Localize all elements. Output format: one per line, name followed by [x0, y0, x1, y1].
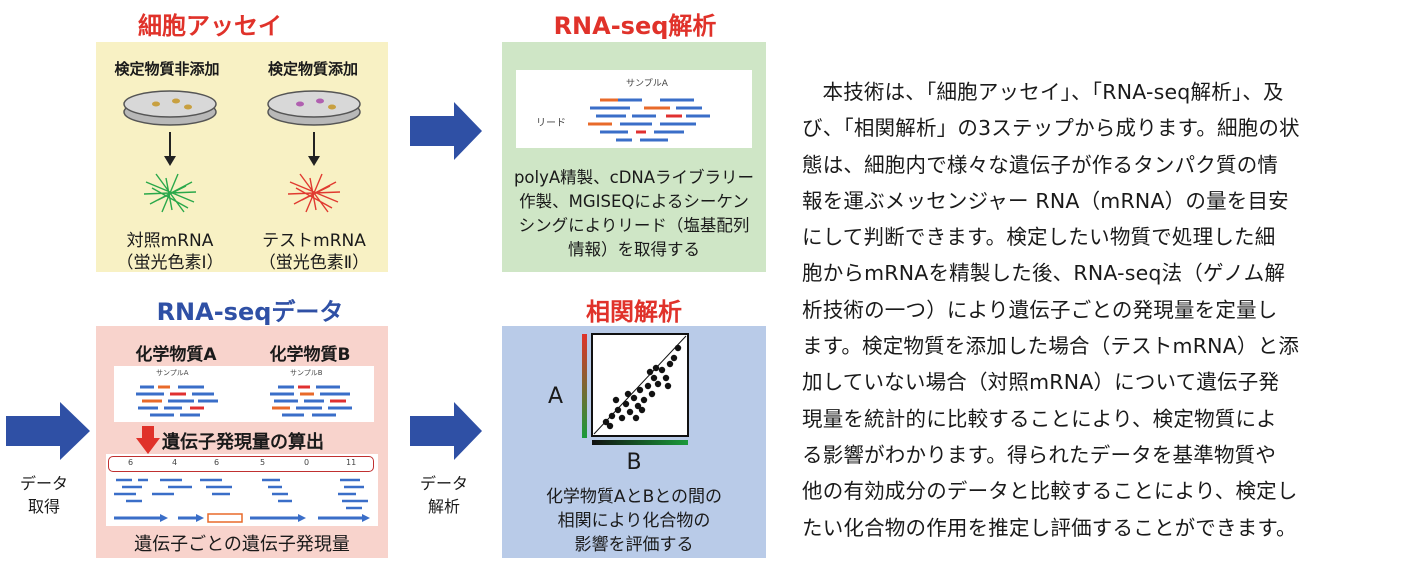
reads-box: サンプルA リード [516, 70, 752, 148]
petri-dish-test-icon [267, 90, 361, 126]
down-arrow-icon [164, 132, 320, 166]
rnaseq-desc-line-3: シングによりリード（塩基配列 [518, 216, 750, 235]
data-analysis-arrow-icon [410, 402, 482, 460]
cell-assay-title: 細胞アッセイ [138, 12, 282, 40]
paragraph-line: 本技術は、「細胞アッセイ」、「RNA-seq解析」、及 [822, 80, 1284, 104]
paragraph-line: 析技術の一つ）により遺伝子ごとの発現量を定量し [802, 297, 1278, 322]
test-mrna-label: テストmRNA [262, 231, 366, 251]
correlation-desc-line-2: 相関により化合物の [557, 511, 711, 531]
paragraph-line: 胞からmRNAを精製した後、RNA-seq法（ゲノム解 [802, 261, 1286, 286]
no-additive-label: 検定物質非添加 [114, 60, 220, 78]
paragraph-line: 加していない場合（対照mRNA）について遺伝子発 [802, 370, 1280, 395]
green-mrna-icon [143, 173, 197, 213]
counts-box: 6 4 6 5 0 11 [106, 454, 378, 526]
scatter-plot [582, 333, 689, 445]
paragraph-line: び、「相関解析」の3ステップから成ります。細胞の状 [802, 116, 1300, 141]
samples-box: サンプルA サンプルB [114, 366, 374, 422]
rnaseq-desc-line-1: polyA精製、cDNAライブラリー [513, 168, 755, 187]
rnaseq-data-title: RNA-seqデータ [156, 298, 344, 326]
data-acquire-label-1: データ [19, 474, 68, 493]
correlation-title: 相関解析 [586, 298, 682, 326]
paragraph-line: 他の有効成分のデータと比較することにより、検定し [802, 479, 1298, 504]
description-paragraph: 本技術は、「細胞アッセイ」、「RNA-seq解析」、及 び、「相関解析」の3ステ… [802, 74, 1388, 546]
calc-label: 遺伝子発現量の算出 [162, 432, 324, 453]
reads-a-icon [136, 385, 218, 417]
paragraph-line: る影響がわかります。得られたデータを基準物質や [802, 442, 1277, 467]
gene-reads-icon [114, 478, 370, 523]
control-dye-label: （蛍光色素Ⅰ） [116, 253, 224, 273]
petri-dishes-illustration [123, 90, 361, 213]
data-acquire-label-2: 取得 [27, 497, 60, 516]
axis-a-label: A [548, 384, 564, 409]
rnaseq-desc-line-4: 情報）を取得する [568, 240, 700, 259]
red-down-arrow-icon [136, 426, 160, 454]
count-3: 6 [214, 458, 220, 467]
correlation-desc-line-1: 化学物質AとBとの間の [545, 487, 723, 507]
reads-icon [588, 98, 710, 142]
rnaseq-desc-line-2: 作製、MGISEQによるシーケン [519, 192, 749, 211]
paragraph-line: ます。検定物質を添加した場合（テストmRNA）と添 [802, 334, 1300, 359]
cell-assay-panel: 検定物質非添加 検定物質添加 対照mRNA （蛍光色 [96, 42, 388, 273]
paragraph-line: にして判断できます。検定したい物質で処理した細 [802, 225, 1276, 250]
red-mrna-icon [287, 173, 341, 213]
paragraph-line: 現量を統計的に比較することにより、検定物質によ [802, 406, 1277, 431]
paragraph-line: 態は、細胞内で様々な遺伝子が作るタンパク質の情 [802, 152, 1279, 177]
read-label: リード [536, 118, 566, 129]
count-4: 5 [260, 458, 266, 467]
reads-b-icon [270, 385, 352, 417]
data-analysis-label-2: 解析 [427, 497, 460, 516]
count-1: 6 [128, 458, 134, 467]
additive-label: 検定物質添加 [267, 60, 358, 78]
test-dye-label: （蛍光色素Ⅱ） [258, 253, 370, 273]
right-arrow-icon [410, 102, 482, 160]
sample-b-small-label: サンプルB [290, 369, 323, 377]
correlation-panel: A B 化学物質AとBとの間の 相関により化合物の 影響を評価する [502, 326, 766, 558]
control-mrna-label: 対照mRNA [126, 231, 214, 251]
paragraph-line: たい化合物の作用を推定し評価することができます。 [802, 515, 1297, 540]
count-6: 11 [346, 458, 357, 467]
compound-b-label: 化学物質B [269, 345, 351, 365]
gene-expression-footer: 遺伝子ごとの遺伝子発現量 [134, 534, 350, 555]
correlation-desc-line-3: 影響を評価する [574, 535, 694, 555]
sample-a-small-label: サンプルA [156, 369, 189, 377]
axis-b-label: B [626, 450, 642, 475]
compound-a-label: 化学物質A [135, 345, 217, 365]
paragraph-line: 報を運ぶメッセンジャー RNA（mRNA）の量を目安 [802, 188, 1289, 213]
scatter-points [602, 344, 682, 430]
count-5: 0 [304, 458, 310, 467]
rnaseq-analysis-title: RNA-seq解析 [553, 12, 717, 40]
sample-a-label: サンプルA [626, 79, 668, 89]
counts-frame [108, 456, 374, 472]
petri-dish-control-icon [123, 90, 217, 126]
rnaseq-analysis-panel: サンプルA リード polyA精製、cDNAライブラリー 作製、MGISEQによ… [502, 42, 766, 272]
data-analysis-label-1: データ [419, 474, 468, 493]
data-acquire-arrow-icon [6, 402, 90, 460]
rnaseq-data-panel: 化学物質A 化学物質B サンプルA サンプルB 遺伝子発現量の算出 [96, 326, 388, 558]
count-2: 4 [172, 458, 178, 467]
